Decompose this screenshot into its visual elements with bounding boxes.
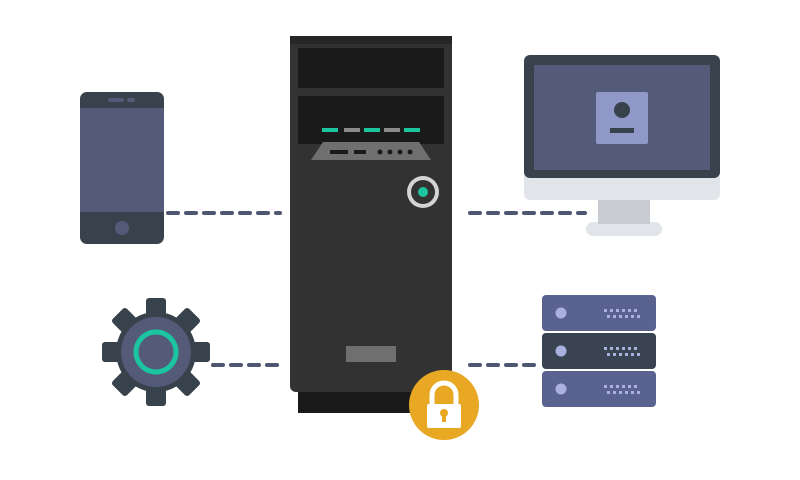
power-button-icon [407, 176, 439, 208]
tower-vent [346, 346, 396, 362]
server-rack-icon [542, 295, 656, 407]
server-unit-top [542, 295, 656, 331]
gear-icon [102, 298, 210, 406]
server-unit-bottom [542, 371, 656, 407]
server-unit-middle [542, 333, 656, 369]
padlock-icon [409, 370, 479, 440]
io-panel [311, 142, 431, 160]
user-card-icon [596, 92, 648, 144]
server-tower-icon [290, 36, 452, 413]
desktop-monitor-icon [524, 55, 720, 236]
smartphone-icon [80, 92, 164, 244]
drive-leds [322, 128, 420, 132]
